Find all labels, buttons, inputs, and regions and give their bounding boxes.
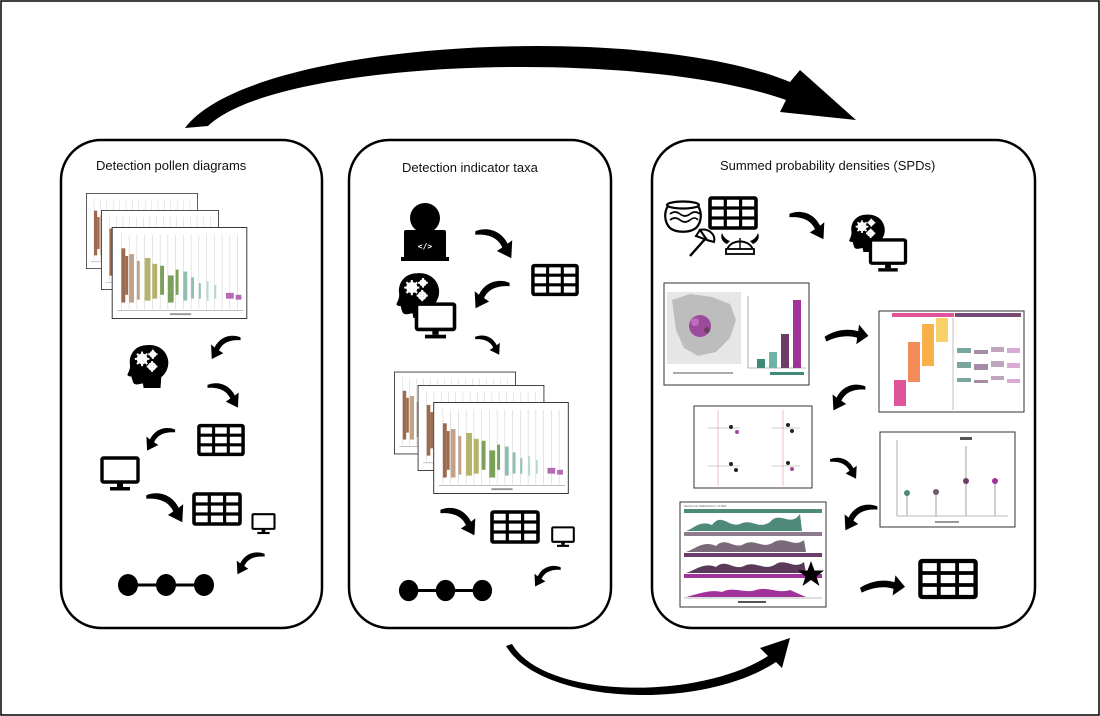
clay-pot-icon — [664, 200, 702, 233]
lollipop-thumbnail — [879, 431, 1016, 528]
bottom-arc-arrow-icon — [506, 638, 790, 695]
table-grid-icon — [490, 510, 540, 544]
spd-series-thumbnail: Temporal distribution of SPD — [679, 501, 827, 608]
table-grid-icon — [192, 492, 242, 526]
viking-helmet-icon — [721, 233, 759, 255]
svg-text:</>: </> — [418, 242, 433, 251]
table-grid-icon — [531, 263, 579, 297]
three-node-chain-icon — [397, 578, 494, 603]
spd-strip-thumbnail — [878, 310, 1025, 413]
panel-title-pollen-diagrams: Detection pollen diagrams — [96, 158, 247, 173]
star-icon — [798, 561, 824, 586]
table-grid-icon — [920, 561, 975, 597]
panel-title-spds: Summed probability densities (SPDs) — [720, 158, 936, 173]
table-grid-icon — [708, 196, 758, 230]
map-and-bar-thumbnail — [663, 282, 810, 386]
table-grid-icon — [197, 423, 245, 457]
axe-icon — [689, 228, 716, 257]
spd-series-title: Temporal distribution of SPD — [683, 504, 727, 508]
dotplot-thumbnail — [693, 405, 813, 489]
person-at-laptop-code-icon: </> — [401, 203, 449, 261]
top-arc-arrow-icon — [185, 46, 856, 128]
panel-title-indicator-taxa: Detection indicator taxa — [402, 160, 538, 175]
three-node-chain-icon — [116, 572, 216, 598]
